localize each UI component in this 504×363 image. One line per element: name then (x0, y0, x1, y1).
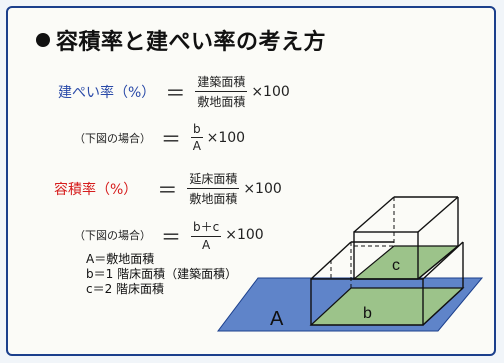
bcr-denominator: 敷地面積 (197, 95, 246, 109)
ex1-label: （下図の場合） (74, 131, 151, 145)
title-text: 容積率と建ぺい率の考え方 (56, 30, 327, 55)
bcr-multiplier: ×100 (251, 83, 290, 100)
ex2-multiplier: ×100 (225, 227, 264, 243)
bcr-example: （下図の場合） ＝ b A ×100 (74, 122, 245, 153)
far-multiplier: ×100 (243, 180, 282, 197)
ex2-numerator: b＋c (191, 218, 222, 237)
far-fraction: 延床面積 敷地面積 (187, 170, 240, 207)
slide-title: 容積率と建ぺい率の考え方 (36, 24, 326, 56)
equals-sign: ＝ (157, 178, 178, 202)
bcr-numerator: 建築面積 (195, 73, 248, 92)
far-numerator: 延床面積 (187, 170, 240, 189)
bcr-label: 建ぺい率（%） (58, 84, 156, 101)
definition-b: b＝1 階床面積（建築面積） (86, 267, 238, 281)
ex2-label: （下図の場合） (74, 229, 151, 242)
far-label: 容積率（%） (54, 181, 138, 198)
ex2-fraction: b＋c A (191, 218, 222, 252)
equals-sign: ＝ (165, 81, 186, 105)
ex2-denominator: A (202, 238, 211, 252)
bullet-icon (36, 33, 50, 47)
equals-sign: ＝ (161, 224, 181, 249)
ex1-multiplier: ×100 (206, 129, 246, 146)
definition-a: A＝敷地面積 (86, 252, 155, 266)
equals-sign: ＝ (161, 127, 181, 151)
definitions-list: A＝敷地面積 b＝1 階床面積（建築面積） c＝2 階床面積 (86, 252, 237, 297)
far-denominator: 敷地面積 (189, 192, 238, 206)
ex1-numerator: b (191, 122, 203, 138)
definition-c: c＝2 階床面積 (86, 282, 165, 296)
label-b: b (363, 305, 372, 322)
ex1-denominator: A (192, 139, 201, 153)
second-floor-area (352, 245, 460, 280)
label-a: A (270, 308, 284, 330)
far-formula: 容積率（%） ＝ 延床面積 敷地面積 ×100 (54, 170, 282, 207)
ex1-fraction: b A (191, 122, 203, 153)
building-diagram: A b c (216, 196, 484, 332)
slide-card: 容積率と建ぺい率の考え方 建ぺい率（%） ＝ 建築面積 敷地面積 ×100 （下… (6, 6, 496, 356)
far-example: （下図の場合） ＝ b＋c A ×100 (74, 218, 264, 252)
bcr-fraction: 建築面積 敷地面積 (195, 73, 248, 110)
label-c: c (392, 257, 400, 274)
hidden-edges (330, 197, 463, 289)
bcr-formula: 建ぺい率（%） ＝ 建築面積 敷地面積 ×100 (58, 73, 290, 110)
